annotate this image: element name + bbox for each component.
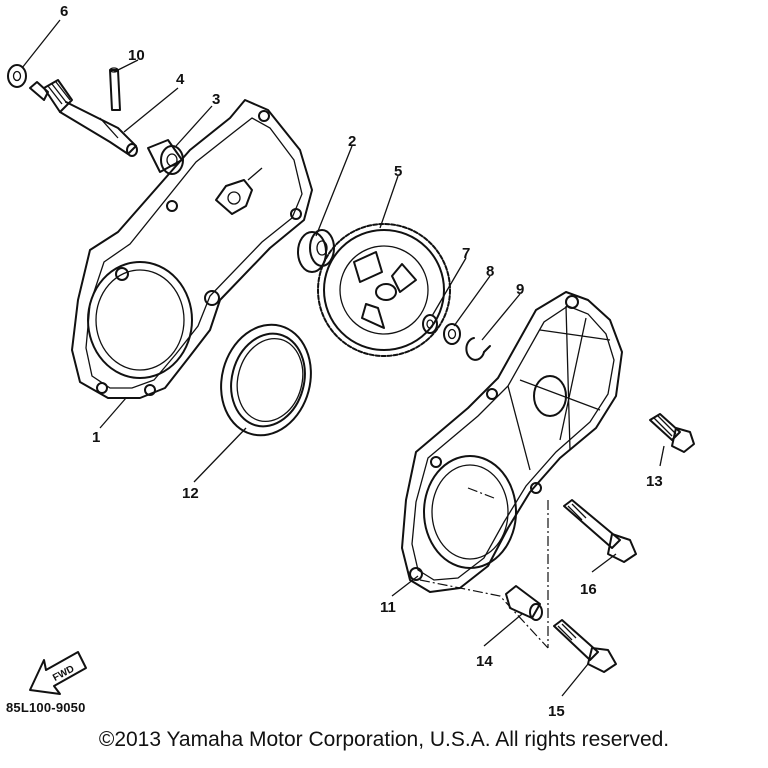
callout-15: 15 [548,703,565,720]
fwd-arrow-icon: FWD [29,651,87,695]
callout-6: 6 [60,3,68,20]
callout-14: 14 [476,653,493,670]
part-13-bolt [649,413,695,453]
part-6-washer [7,64,27,88]
part-1-cover-plate [71,99,313,399]
callout-2: 2 [348,133,356,150]
part-5-gear [317,223,451,357]
callout-12: 12 [182,485,199,502]
part-14-dowel [505,585,543,621]
callout-4: 4 [176,71,185,88]
leader-lines [21,19,665,697]
callout-5: 5 [394,163,402,180]
part-7-washer [422,314,438,334]
part-3-collar [147,139,184,175]
part-12-oil-seal [220,323,312,437]
copyright-notice: ©2013 Yamaha Motor Corporation, U.S.A. A… [98,728,670,751]
callout-10: 10 [128,47,145,64]
part-15-bolt [553,619,617,673]
alignment-lines [419,487,549,649]
part-8-washer [443,323,461,345]
part-10-pin [109,67,121,111]
callout-9: 9 [516,281,524,298]
part-11-housing-cover [401,291,623,593]
part-9-circlip [465,337,491,361]
callout-3: 3 [212,91,220,108]
diagram-code: 85L100-9050 [6,700,86,715]
part-4-shaft [29,79,138,157]
callout-7: 7 [462,245,470,262]
exploded-view-drawing: 6 10 4 3 2 5 7 8 9 1 12 13 16 11 14 15 F… [7,3,695,720]
callout-13: 13 [646,473,663,490]
part-16-bolt [563,499,637,563]
callout-1: 1 [92,429,100,446]
callout-8: 8 [486,263,494,280]
callout-11: 11 [380,599,396,616]
callout-16: 16 [580,581,597,598]
